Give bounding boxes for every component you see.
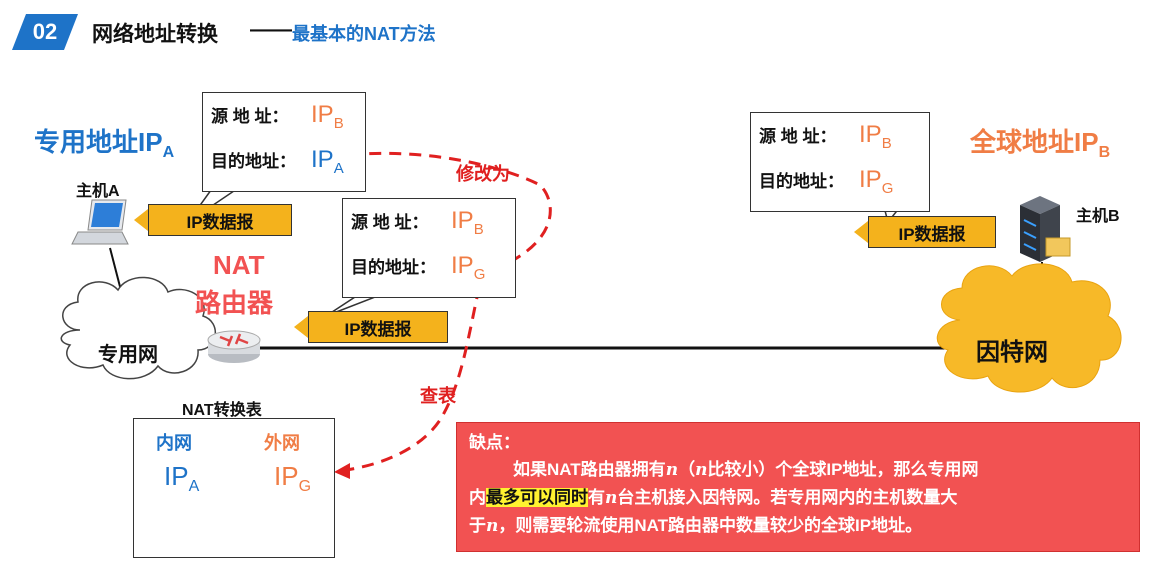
nat-col-inner: 内网 xyxy=(156,433,192,453)
nat-col-outer: 外网 xyxy=(264,433,300,453)
private-address-sub: A xyxy=(162,144,175,162)
lookup-annotation: 查表 xyxy=(420,386,456,406)
src-label: 源 地 址： xyxy=(211,107,289,126)
drawback-highlight: 最多可以同时 xyxy=(486,488,588,507)
private-address-label: 专用地址IPA xyxy=(34,122,174,162)
drawback-line-1: 如果NAT路由器拥有n（n比较小）个全球IP地址，那么专用网 xyxy=(513,460,979,480)
address-row-dst: 目的地址： IPG xyxy=(759,162,921,207)
packet-left: IP数据报 xyxy=(134,204,292,236)
internet-cloud xyxy=(936,263,1122,393)
private-address-text: 专用地址IP xyxy=(34,127,163,157)
packet-arrow-icon xyxy=(134,209,148,231)
modify-annotation: 修改为 xyxy=(456,164,510,184)
host-a-label: 主机A xyxy=(76,183,120,200)
dst-label: 目的地址： xyxy=(351,257,436,277)
server-icon xyxy=(1020,196,1071,262)
page-title: 网络地址转换 xyxy=(92,23,218,46)
page-subtitle: 最基本的NAT方法 xyxy=(292,24,436,44)
nat-outer-ip: IPG xyxy=(274,461,312,496)
drawback-line-2: 内最多可以同时有n台主机接入因特网。若专用网内的主机数量大 xyxy=(469,488,958,508)
address-row-dst: 目的地址： IPA xyxy=(211,142,357,187)
src-ip: IPB xyxy=(451,207,484,238)
modify-arrow xyxy=(361,151,552,264)
lookup-arrow xyxy=(345,267,486,472)
packet-label: IP数据报 xyxy=(868,216,996,248)
private-net-label: 专用网 xyxy=(98,344,158,366)
router-icon xyxy=(207,330,261,363)
dst-ip: IPG xyxy=(859,165,894,197)
nat-table-title: NAT转换表 xyxy=(182,402,262,419)
src-label: 源 地 址： xyxy=(351,213,429,232)
nat-router-label-1: NAT xyxy=(213,250,265,280)
global-address-sub: B xyxy=(1098,144,1111,162)
packet-label: IP数据报 xyxy=(148,204,292,236)
global-address-label: 全球地址IPB xyxy=(970,122,1110,162)
private-net-cloud xyxy=(60,276,217,380)
dst-ip: IPG xyxy=(451,251,486,283)
address-row-src: 源 地 址： IPB xyxy=(759,117,921,162)
dst-ip: IPA xyxy=(311,145,344,177)
src-ip: IPB xyxy=(311,101,344,132)
dst-label: 目的地址： xyxy=(211,151,296,171)
laptop-icon xyxy=(71,199,129,245)
drawback-box: 缺点： 如果NAT路由器拥有n（n比较小）个全球IP地址，那么专用网 内最多可以… xyxy=(456,422,1140,552)
internet-label: 因特网 xyxy=(976,339,1048,366)
packet-middle: IP数据报 xyxy=(294,311,448,343)
packet-arrow-icon xyxy=(854,221,868,243)
address-row-src: 源 地 址： IPB xyxy=(211,97,357,142)
nat-router-label-2: 路由器 xyxy=(195,288,274,318)
packet-arrow-icon xyxy=(294,316,308,338)
global-address-text: 全球地址IP xyxy=(970,127,1099,157)
nat-inner-ip: IPA xyxy=(164,461,200,496)
address-box-right: 源 地 址： IPB 目的地址： IPG xyxy=(750,112,930,212)
packet-right: IP数据报 xyxy=(854,216,996,248)
address-row-src: 源 地 址： IPB xyxy=(351,203,507,248)
packet-label: IP数据报 xyxy=(308,311,448,343)
dst-label: 目的地址： xyxy=(759,171,844,191)
address-box-middle: 源 地 址： IPB 目的地址： IPG xyxy=(342,198,516,298)
drawback-heading: 缺点： xyxy=(469,433,520,452)
drawback-line-3: 于n，则需要轮流使用NAT路由器中数量较少的全球IP地址。 xyxy=(469,516,923,536)
address-row-dst: 目的地址： IPG xyxy=(351,248,507,293)
src-label: 源 地 址： xyxy=(759,127,837,146)
src-ip: IPB xyxy=(859,121,892,152)
title-dash: —— xyxy=(250,18,292,41)
lookup-arrowhead xyxy=(334,463,350,479)
host-b-label: 主机B xyxy=(1076,208,1120,225)
address-box-left: 源 地 址： IPB 目的地址： IPA xyxy=(202,92,366,192)
nat-table: 内网 外网 IPA IPG xyxy=(133,418,335,558)
